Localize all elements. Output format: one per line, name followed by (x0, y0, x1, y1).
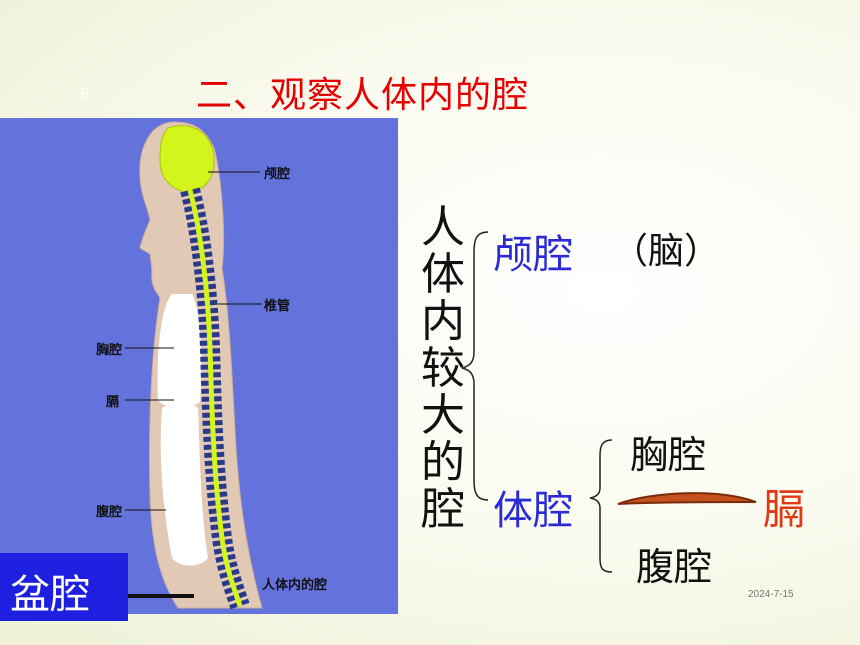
body-cavity-term: 体腔 (493, 488, 573, 534)
root-term-vertical: 人 体 内 较 大 的 腔 (418, 204, 468, 533)
pelvic-cavity-box (0, 553, 128, 621)
abdominal-cavity-shape (160, 403, 208, 566)
root-char: 的 (421, 437, 465, 488)
root-char: 内 (421, 296, 465, 347)
spinal-cord (187, 189, 243, 607)
root-char: 人 (421, 202, 465, 253)
thoracic-cavity-term: 胸腔 (630, 433, 707, 477)
diaphragm-term: 膈 (763, 485, 806, 534)
pelvic-pointer-line (128, 594, 194, 598)
label-thoracic-cavity: 胸腔 (96, 343, 123, 358)
brain-note: （脑） (612, 231, 721, 272)
body-cavity-figure: 颅腔 椎管 胸腔 膈 腹腔 人体内的腔 (0, 118, 398, 614)
abdominal-cavity-term: 腹腔 (636, 545, 713, 589)
main-brace (461, 231, 489, 501)
anatomy-illustration (125, 121, 263, 610)
label-abdominal-cavity: 腹腔 (96, 505, 123, 520)
diaphragm-shape (617, 492, 757, 505)
figure-caption: 人体内的腔 (262, 578, 328, 593)
root-char: 腔 (421, 484, 465, 535)
thoracic-cavity-shape (157, 294, 202, 408)
cranial-cavity-term: 颅腔 (493, 232, 573, 278)
label-cranial-cavity: 颅腔 (264, 167, 291, 182)
root-char: 较 (421, 343, 465, 394)
label-diaphragm: 膈 (106, 395, 120, 410)
pelvic-cavity-label: 盆腔 (10, 572, 90, 618)
label-spinal-canal: 椎管 (264, 299, 291, 314)
body-cavity-brace (589, 439, 613, 573)
root-char: 大 (421, 390, 465, 441)
root-char: 体 (421, 249, 465, 300)
slide-date: 2024-7-15 (748, 589, 794, 600)
slide-number: 6 (80, 84, 90, 103)
slide-title: 二、观察人体内的腔 (196, 75, 530, 116)
